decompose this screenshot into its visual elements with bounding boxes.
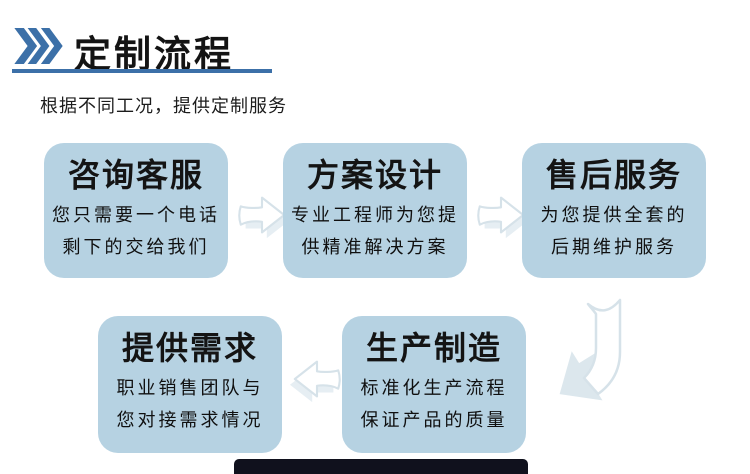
step-description: 职业销售团队与 您对接需求情况 — [116, 377, 264, 432]
step-title: 方案设计 — [306, 157, 443, 193]
step-description: 您只需要一个电话 剩下的交给我们 — [52, 204, 220, 259]
section-subtitle: 根据不同工况，提供定制服务 — [40, 96, 287, 116]
arrow-curve-down-left-icon — [559, 298, 622, 401]
step-box-requirements: 提供需求 职业销售团队与 您对接需求情况 — [98, 316, 282, 453]
step-description: 为您提供全套的 后期维护服务 — [540, 204, 688, 259]
arrow-left-icon — [290, 360, 341, 403]
step-box-production: 生产制造 标准化生产流程 保证产品的质量 — [342, 316, 526, 453]
next-section-partial-bar — [234, 459, 528, 474]
step-title: 咨询客服 — [67, 157, 204, 193]
step-box-design: 方案设计 专业工程师为您提 供精准解决方案 — [283, 143, 467, 278]
page-title: 定制流程 — [74, 34, 234, 75]
step-description: 专业工程师为您提 供精准解决方案 — [291, 204, 459, 259]
step-title: 提供需求 — [121, 330, 258, 366]
arrow-right-icon — [238, 196, 289, 239]
title-underline — [12, 69, 272, 73]
step-title: 售后服务 — [545, 157, 682, 193]
triple-chevron-right-icon — [14, 28, 63, 64]
arrow-right-icon — [477, 196, 528, 239]
step-box-consult: 咨询客服 您只需要一个电话 剩下的交给我们 — [44, 143, 228, 278]
step-box-aftersales: 售后服务 为您提供全套的 后期维护服务 — [522, 143, 706, 278]
step-description: 标准化生产流程 保证产品的质量 — [360, 377, 508, 432]
step-title: 生产制造 — [365, 330, 502, 366]
